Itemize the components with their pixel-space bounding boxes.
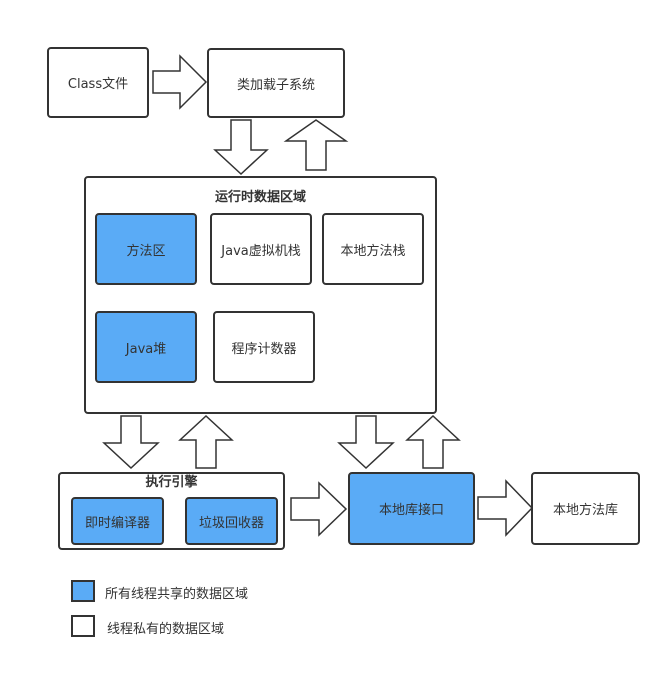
legend-private-label: 线程私有的数据区域 [107,622,225,637]
native-library-label: 本地方法库 [552,503,618,518]
arrow-runtime-to-engine [102,415,160,470]
legend-shared-label: 所有线程共享的数据区域 [105,587,249,602]
method-area-label: 方法区 [126,243,166,259]
native-method-stack-label: 本地方法栈 [340,243,406,259]
native-method-stack-box: 本地方法栈 [322,213,424,285]
jvm-stack-label: Java虚拟机栈 [221,243,301,259]
execution-engine-title: 执行引擎 [145,475,198,490]
arrow-runtime-to-loader [283,119,349,171]
native-library-box: 本地方法库 [531,472,640,545]
garbage-collector-label: 垃圾回收器 [198,515,264,531]
pc-register-box: 程序计数器 [213,311,315,383]
java-heap-label: Java堆 [125,341,167,357]
class-loader-box: 类加载子系统 [207,48,345,118]
arrow-native-to-library [477,479,534,537]
native-interface-box: 本地库接口 [348,472,475,545]
native-interface-label: 本地库接口 [378,503,444,518]
jit-compiler-label: 即时编译器 [84,515,150,531]
arrow-runtime-to-native [337,415,395,470]
garbage-collector-box: 垃圾回收器 [185,497,278,545]
method-area-box: 方法区 [95,213,197,285]
java-heap-box: Java堆 [95,311,197,383]
class-file-label: Class文件 [67,77,129,92]
arrow-engine-to-runtime [178,414,234,469]
arrow-classfile-to-loader [152,54,208,110]
arrow-loader-to-runtime [213,119,269,176]
runtime-data-area-title: 运行时数据区域 [214,190,306,205]
legend-shared-swatch [71,580,95,602]
class-file-box: Class文件 [47,47,149,118]
arrow-native-to-runtime [405,414,461,469]
jvm-stack-box: Java虚拟机栈 [210,213,312,285]
legend-private-swatch [71,615,95,637]
jit-compiler-box: 即时编译器 [71,497,164,545]
arrow-engine-to-native [290,481,348,537]
pc-register-label: 程序计数器 [231,341,297,357]
class-loader-label: 类加载子系统 [236,77,315,93]
